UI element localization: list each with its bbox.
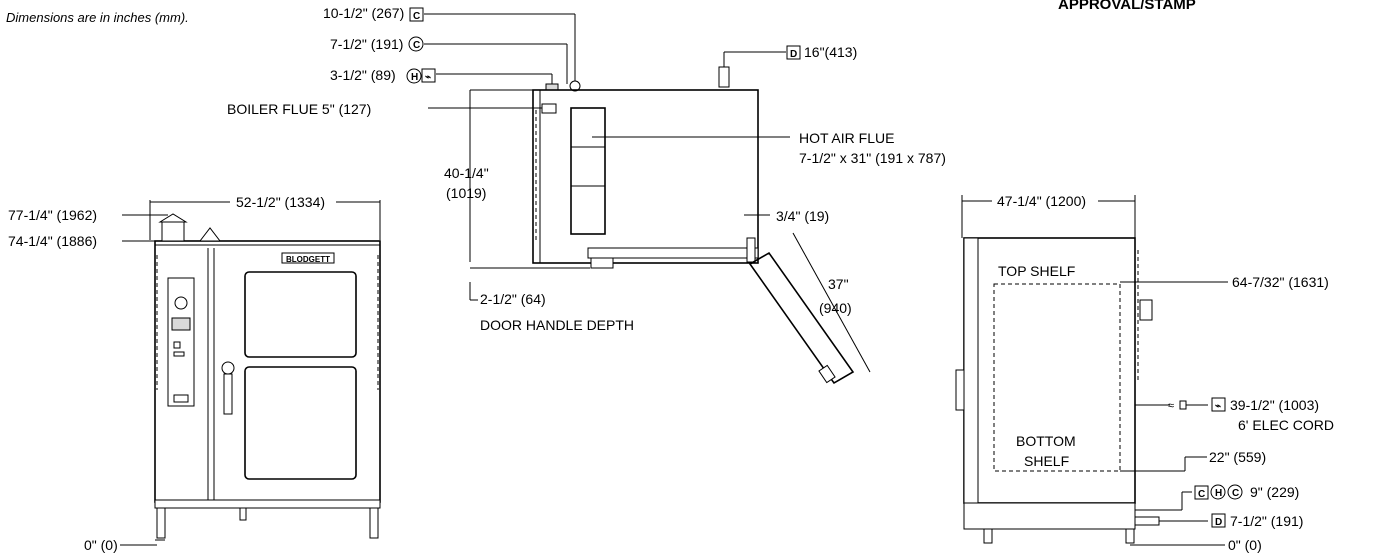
dimensions-note: Dimensions are in inches (mm). <box>6 10 189 25</box>
depth-mm-label: (1019) <box>446 185 486 201</box>
drain-height-label: 7-1/2" (191) <box>1230 513 1303 529</box>
brand-label: BLODGETT <box>286 255 330 264</box>
front-height-body-label: 74-1/4" (1886) <box>8 233 97 249</box>
water-inlet-label: 10-1/2" (267) <box>323 5 404 21</box>
svg-text:C: C <box>1198 489 1205 500</box>
bottom-shelf-height-label: 22" (559) <box>1209 449 1266 465</box>
door-in-label: 37" <box>828 276 849 292</box>
hot-air-flue-label: HOT AIR FLUE <box>799 130 894 146</box>
front-window-upper <box>244 271 357 358</box>
top-view: 10-1/2" (267) C 7-1/2" (191) C 3-1/2" (8… <box>227 5 946 385</box>
side-gap-label: 3/4" (19) <box>776 208 829 224</box>
front-window-lower <box>244 366 357 480</box>
hot-water-label: 3-1/2" (89) <box>330 67 396 83</box>
svg-text:≈: ≈ <box>1168 400 1174 412</box>
svg-text:D: D <box>1215 517 1222 528</box>
svg-text:C: C <box>413 40 420 51</box>
side-width-label: 47-1/4" (1200) <box>997 193 1086 209</box>
depth-in-label: 40-1/4" <box>444 165 489 181</box>
svg-text:⌁: ⌁ <box>1215 401 1221 412</box>
approval-label: APPROVAL/STAMP <box>1058 0 1196 13</box>
door-mm-label: (940) <box>819 300 852 316</box>
boiler-flue-label: BOILER FLUE 5" (127) <box>227 101 371 117</box>
elec-cord-label: 6' ELEC CORD <box>1238 417 1334 433</box>
svg-text:C: C <box>1232 488 1239 499</box>
side-view: 47-1/4" (1200) TOP SHELF BOTTOM SHELF 64… <box>955 193 1334 553</box>
svg-text:H: H <box>411 72 418 83</box>
bottom-shelf-label-2: SHELF <box>1024 453 1069 469</box>
cold-water-label: 7-1/2" (191) <box>330 36 403 52</box>
boiler-flue <box>541 103 557 114</box>
drain-label: 16"(413) <box>804 44 857 60</box>
bottom-shelf-label-1: BOTTOM <box>1016 433 1076 449</box>
water-height-label: 9" (229) <box>1250 484 1299 500</box>
handle-depth-label: 2-1/2" (64) <box>480 291 546 307</box>
front-width-label: 52-1/2" (1334) <box>236 194 325 210</box>
side-floor-label: 0" (0) <box>1228 537 1262 553</box>
top-shelf-label: TOP SHELF <box>998 263 1075 279</box>
front-floor-label: 0" (0) <box>84 537 118 553</box>
hot-air-flue <box>570 107 606 235</box>
door-swing <box>748 251 855 385</box>
handle-depth-desc-label: DOOR HANDLE DEPTH <box>480 317 634 333</box>
front-height-top-label: 77-1/4" (1962) <box>8 207 97 223</box>
svg-text:C: C <box>413 11 420 22</box>
top-cabinet <box>532 89 759 264</box>
shelf-region <box>993 283 1121 472</box>
svg-text:⌁: ⌁ <box>425 72 431 83</box>
front-chimney <box>161 221 185 242</box>
elec-height-label: 39-1/2" (1003) <box>1230 397 1319 413</box>
front-view: 52-1/2" (1334) 77-1/4" (1962) 74-1/4" (1… <box>8 194 381 553</box>
svg-text:H: H <box>1215 488 1222 499</box>
svg-text:D: D <box>790 49 797 60</box>
side-height-total-label: 64-7/32" (1631) <box>1232 274 1329 290</box>
hot-air-flue-size-label: 7-1/2" x 31" (191 x 787) <box>799 150 946 166</box>
